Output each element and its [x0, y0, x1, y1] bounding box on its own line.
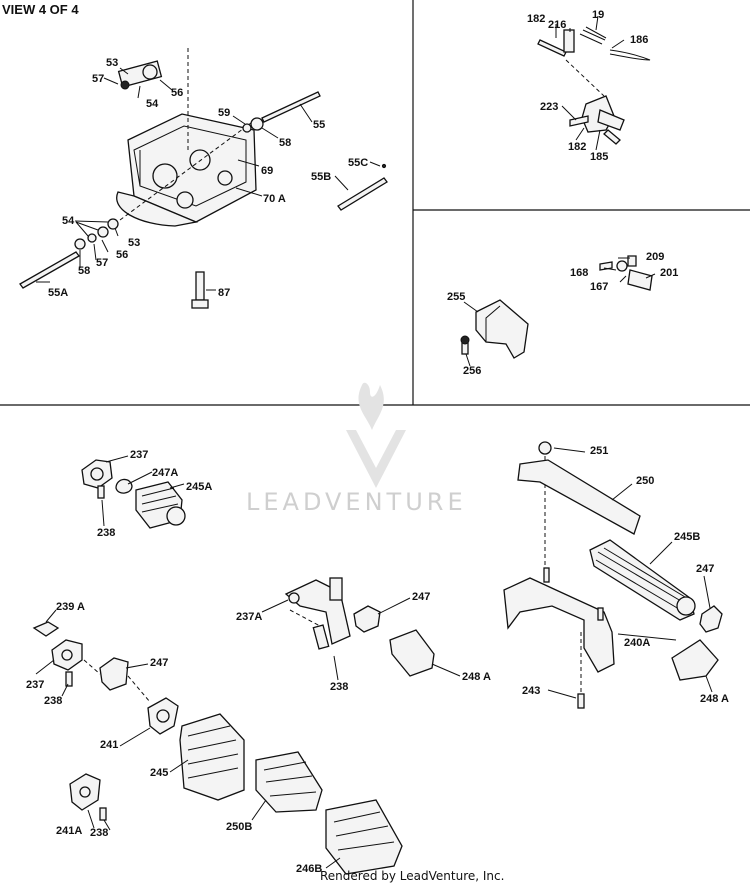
- callout-186: 186: [630, 34, 648, 46]
- callout-239a: 239 A: [56, 601, 85, 613]
- callout-57: 57: [92, 73, 104, 85]
- view-title: VIEW 4 OF 4: [2, 2, 79, 17]
- callout-248a-right: 248 A: [700, 693, 729, 705]
- callout-69: 69: [261, 165, 273, 177]
- callout-251: 251: [590, 445, 608, 457]
- callout-55a: 55A: [48, 287, 68, 299]
- callout-58: 58: [279, 137, 291, 149]
- callout-238-top: 238: [97, 527, 115, 539]
- callout-245a: 245A: [186, 481, 212, 493]
- callout-56: 56: [171, 87, 183, 99]
- callout-54: 54: [146, 98, 159, 110]
- callout-237-left: 237: [26, 679, 44, 691]
- shroud-bracket-assembly: [460, 255, 653, 359]
- callout-223: 223: [540, 101, 558, 113]
- callout-247-right: 247: [696, 563, 714, 575]
- callout-240a: 240A: [624, 637, 650, 649]
- callout-59: 59: [218, 107, 230, 119]
- callout-182: 182: [527, 13, 545, 25]
- callout-247-middle: 247: [412, 591, 430, 603]
- callout-labels: 53 57 54 56 59 58 55 69 70 A 55C 55B 54 …: [26, 9, 729, 875]
- callout-55c: 55C: [348, 157, 368, 169]
- callout-70a: 70 A: [263, 193, 286, 205]
- callout-56-lower: 56: [116, 249, 128, 261]
- footer-credit: Rendered by LeadVenture, Inc.: [320, 869, 504, 883]
- callout-55: 55: [313, 119, 325, 131]
- watermark-text: LEADVENTURE: [246, 488, 467, 516]
- callout-245b: 245B: [674, 531, 700, 543]
- callout-241a: 241A: [56, 825, 82, 837]
- callout-245: 245: [150, 767, 168, 779]
- callout-238-bottom: 238: [90, 827, 108, 839]
- callout-167: 167: [590, 281, 608, 293]
- callout-182-lower: 182: [568, 141, 586, 153]
- callout-237-top: 237: [130, 449, 148, 461]
- callout-250b: 250B: [226, 821, 252, 833]
- callout-53: 53: [106, 57, 118, 69]
- callout-19: 19: [592, 9, 604, 21]
- callout-87: 87: [218, 287, 230, 299]
- callout-247a: 247A: [152, 467, 178, 479]
- leadventure-watermark: LEADVENTURE: [246, 382, 467, 516]
- callout-247-left: 247: [150, 657, 168, 669]
- callout-53-lower: 53: [128, 237, 140, 249]
- crankcase-assembly: [19, 48, 388, 309]
- callout-238-middle: 238: [330, 681, 348, 693]
- callout-256: 256: [463, 365, 481, 377]
- air-cleaner-assembly: [32, 441, 723, 875]
- callout-250: 250: [636, 475, 654, 487]
- callout-55b: 55B: [311, 171, 331, 183]
- callout-237a: 237A: [236, 611, 262, 623]
- callout-54-lower: 54: [62, 215, 75, 227]
- callout-201: 201: [660, 267, 678, 279]
- callout-168: 168: [570, 267, 588, 279]
- callout-255: 255: [447, 291, 465, 303]
- callout-185: 185: [590, 151, 608, 163]
- bracket-linkage-assembly: [537, 26, 651, 145]
- callout-238-left: 238: [44, 695, 62, 707]
- callout-58-lower: 58: [78, 265, 90, 277]
- callout-57-lower: 57: [96, 257, 108, 269]
- callout-241: 241: [100, 739, 118, 751]
- leader-lines: [35, 15, 713, 869]
- callout-243: 243: [522, 685, 540, 697]
- callout-216: 216: [548, 19, 566, 31]
- callout-246b: 246B: [296, 863, 322, 875]
- callout-248a-middle: 248 A: [462, 671, 491, 683]
- callout-209: 209: [646, 251, 664, 263]
